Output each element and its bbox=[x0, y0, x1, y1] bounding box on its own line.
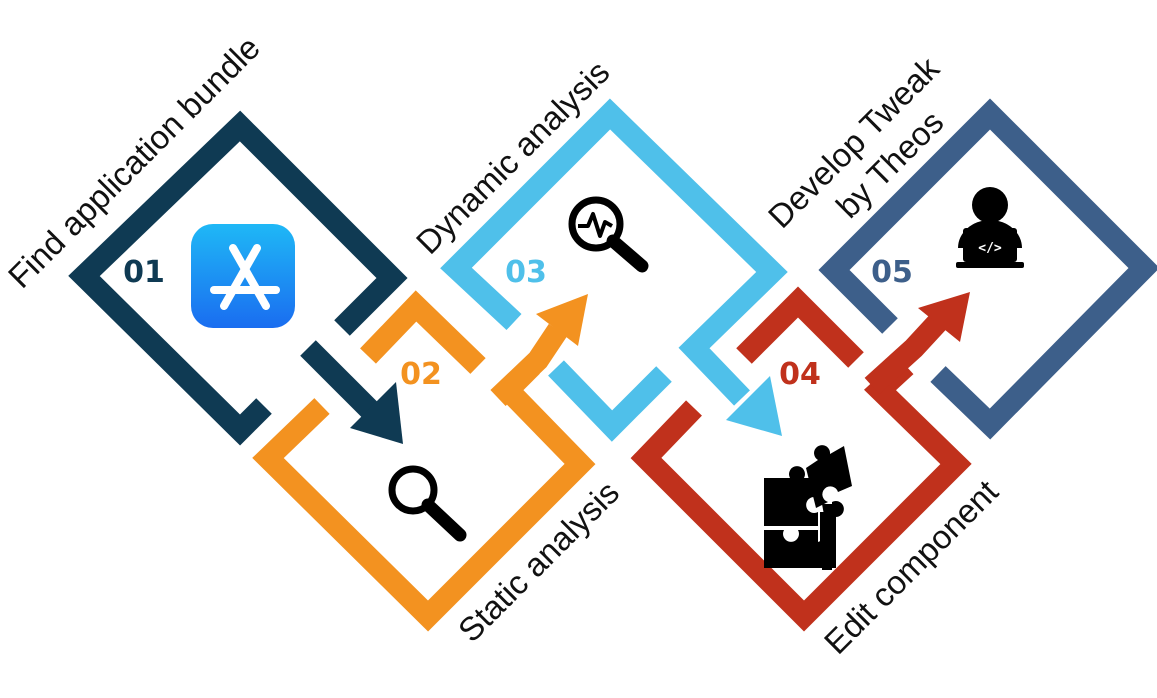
step-05 bbox=[818, 98, 1157, 440]
step-02-number: 02 bbox=[400, 357, 442, 392]
step-02-arrowhead bbox=[536, 294, 588, 346]
step-01-arrowhead bbox=[350, 382, 403, 444]
step-03-frame-bottom bbox=[548, 360, 672, 442]
step-02-frame-top bbox=[360, 290, 486, 374]
developer-laptop-icon: </> bbox=[956, 187, 1024, 268]
step-03-frame bbox=[440, 98, 788, 406]
step-02 bbox=[252, 290, 596, 632]
step-01-arrow-shaft bbox=[300, 340, 380, 420]
step-03-label: Dynamic analysis bbox=[409, 53, 617, 261]
step-04 bbox=[630, 286, 972, 632]
step-01 bbox=[68, 110, 408, 446]
step-04-arrow-shaft bbox=[864, 314, 947, 395]
svg-text:</>: </> bbox=[978, 241, 1002, 256]
activity-magnifier-icon bbox=[568, 196, 649, 273]
step-05-number: 05 bbox=[871, 255, 913, 290]
step-01-frame bbox=[68, 110, 408, 446]
magnifier-icon bbox=[388, 465, 467, 542]
step-03-arrowhead bbox=[726, 376, 782, 436]
puzzle-icon bbox=[764, 445, 852, 570]
step-04-frame-top bbox=[736, 286, 864, 368]
step-03-number: 03 bbox=[505, 255, 547, 290]
step-02-arrow-shaft bbox=[490, 323, 568, 406]
step-05-frame bbox=[818, 98, 1157, 440]
step-03 bbox=[440, 98, 788, 442]
step-01-number: 01 bbox=[123, 255, 165, 290]
app-store-icon bbox=[191, 224, 295, 328]
step-04-number: 04 bbox=[779, 357, 821, 392]
step-04-arrowhead bbox=[918, 292, 970, 342]
